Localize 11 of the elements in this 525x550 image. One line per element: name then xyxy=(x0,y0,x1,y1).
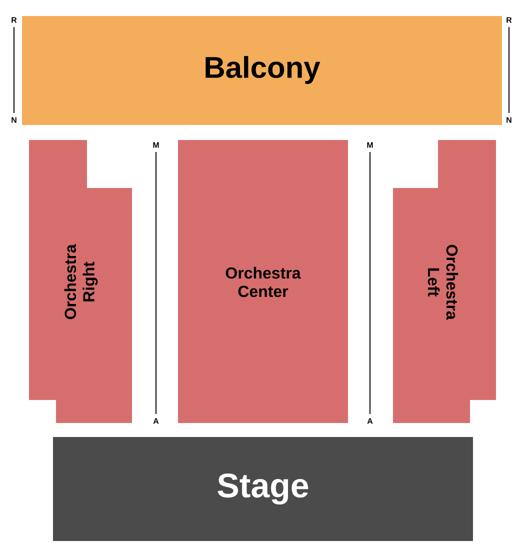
row-letter: N xyxy=(12,117,16,123)
stage-area: Stage xyxy=(53,437,473,541)
row-letter: N xyxy=(506,117,512,123)
row-letter: A xyxy=(367,418,373,424)
orchestra-section: Orchestra Right xyxy=(29,140,132,423)
row-letter: M xyxy=(153,142,159,148)
row-letter: A xyxy=(153,418,159,424)
orchestra-section: Orchestra Left xyxy=(393,140,496,423)
row-letter: M xyxy=(367,142,373,148)
orchestra-section: Orchestra Center xyxy=(178,140,348,423)
balcony-section: Balcony xyxy=(22,16,502,125)
